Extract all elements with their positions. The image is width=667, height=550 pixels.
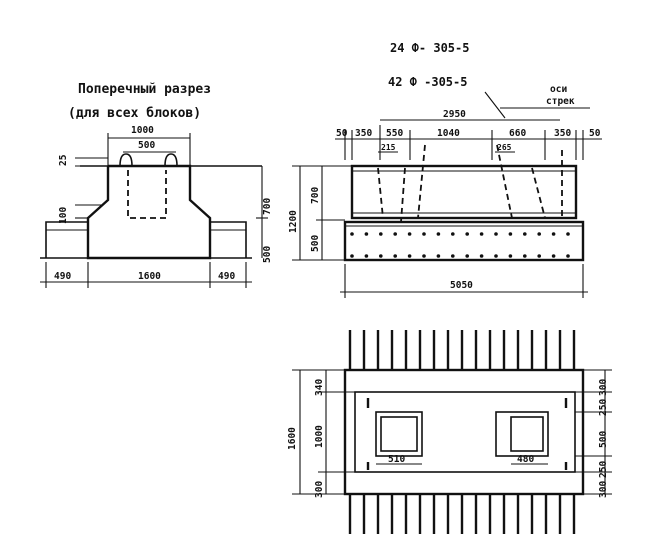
rebar-dot [407, 232, 412, 236]
rebar-dot [422, 232, 426, 236]
rebar-dot [364, 254, 369, 258]
plan-right-bottom: 300 [598, 481, 609, 498]
rebar-dot [479, 254, 484, 258]
dim-left-total: 1200 [288, 210, 299, 233]
dim-bottom-right: 490 [218, 271, 235, 282]
rebar-dot [379, 254, 383, 258]
plan-hole-right: 480 [517, 454, 534, 465]
dim-seg-550: 550 [386, 128, 403, 139]
dim-right-lower: 500 [262, 246, 273, 263]
plan-view: 1600 1000 340 300 300 250 500 250 300 51… [287, 330, 612, 534]
cross-section: Поперечный разрез (для всех блоков) 1000… [40, 82, 273, 288]
rebar-dot [523, 232, 527, 236]
marking-1: 24 Ф- 305-5 [390, 41, 469, 55]
dim-left-small: 25 [58, 154, 69, 166]
rebar-dot [451, 232, 455, 236]
section-title: Поперечный разрез [78, 82, 211, 97]
dim-slot-left: 215 [381, 143, 396, 152]
dim-top-width: 1000 [131, 125, 154, 136]
rebar-dot [393, 254, 398, 258]
dim-total-top: 2950 [443, 109, 466, 120]
rebar-dot [422, 254, 426, 258]
rebar-dot [350, 232, 354, 236]
dim-left-mid: 100 [58, 207, 69, 224]
rebar-dot [407, 254, 412, 258]
rebar-dot [508, 232, 513, 236]
rebar-dot [436, 254, 441, 258]
dim-seg-50b: 50 [589, 128, 601, 139]
plan-right-top: 300 [598, 379, 609, 396]
plan-left-top: 340 [314, 379, 325, 396]
plan-hole-left: 510 [388, 454, 405, 465]
section-subtitle: (для всех блоков) [68, 106, 201, 121]
rebar-dot [494, 254, 498, 258]
rebar-dot [350, 254, 354, 258]
axis-note-2: стрек [546, 96, 575, 107]
rebar-dot [551, 232, 556, 236]
plan-right-mid: 500 [598, 431, 609, 448]
rebar-dot [494, 232, 498, 236]
dim-opening: 500 [138, 140, 155, 151]
plan-right-upper: 250 [598, 399, 609, 416]
rebar-dot [537, 254, 541, 258]
rebar-dot [523, 254, 527, 258]
rebar-dot [537, 232, 541, 236]
plan-right-lower: 250 [598, 461, 609, 478]
rebar-dot [393, 232, 398, 236]
marking-2: 42 Ф -305-5 [388, 75, 467, 89]
dim-seg-350b: 350 [554, 128, 571, 139]
dim-left-lower: 500 [310, 235, 321, 252]
rebar-dot [465, 232, 470, 236]
rebar-dot [551, 254, 556, 258]
rebar-dot [508, 254, 513, 258]
dim-seg-1040: 1040 [437, 128, 460, 139]
rebar-dot [465, 254, 470, 258]
dim-seg-350a: 350 [355, 128, 372, 139]
plan-left-inner: 1000 [314, 425, 325, 448]
rebar-dot [566, 254, 570, 258]
dim-seg-50a: 50 [336, 128, 348, 139]
rebar-dot [379, 232, 383, 236]
dim-bottom-left: 490 [54, 271, 71, 282]
dim-right-upper: 700 [262, 198, 273, 215]
plan-left-total: 1600 [287, 427, 298, 450]
rebar-dot [436, 232, 441, 236]
dim-bottom-total: 5050 [450, 280, 473, 291]
axis-note-1: оси [550, 84, 567, 95]
rebar-dot [451, 254, 455, 258]
rebar-dot [364, 232, 369, 236]
dim-slot-right: 265 [497, 143, 512, 152]
dim-left-upper: 700 [310, 187, 321, 204]
rebar-dot [479, 232, 484, 236]
dim-bottom-center: 1600 [138, 271, 161, 282]
elevation-view: 24 Ф- 305-5 42 Ф -305-5 оси стрек 2950 5… [288, 41, 602, 298]
dim-seg-660: 660 [509, 128, 526, 139]
plan-left-bottom: 300 [314, 481, 325, 498]
rebar-dot [566, 232, 570, 236]
